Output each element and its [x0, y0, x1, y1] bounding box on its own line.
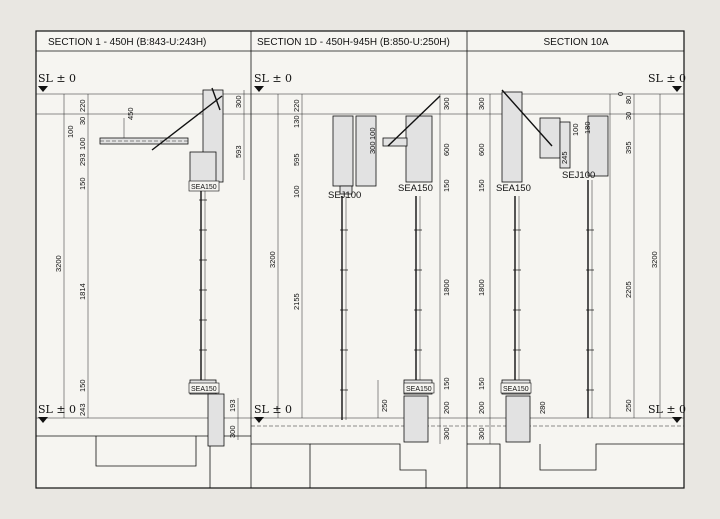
sea-tag: SEA150	[398, 183, 433, 194]
ladder-rungs	[340, 229, 422, 391]
level-arrow-icon	[672, 417, 682, 423]
section-1d-drawing	[251, 93, 467, 488]
dim-label: 300	[442, 427, 451, 440]
dim-label: 150	[78, 379, 87, 392]
sea-tag: SEA150	[503, 386, 529, 393]
level-mark-top: SL ± 0	[38, 72, 76, 85]
dim-label: 245	[560, 151, 569, 164]
sea-tag: SEA150	[496, 183, 531, 194]
sea-tag: SEA150	[191, 386, 217, 393]
level-mark-top: SL ± 0	[648, 72, 686, 85]
section-title: SECTION 1 - 450H (B:843-U:243H)	[48, 37, 206, 48]
dim-label: 100	[368, 127, 377, 140]
dim-label: 193	[228, 399, 237, 412]
dim-label: 300	[442, 97, 451, 110]
dim-label: 450	[126, 107, 135, 120]
dim-label: 30	[624, 112, 633, 120]
dim-label: 180	[583, 121, 592, 134]
dim-label: 1814	[78, 283, 87, 300]
ladder-rungs	[199, 199, 207, 351]
dim-label: 600	[442, 143, 451, 156]
dim-label: 2155	[292, 293, 301, 310]
dim-label: 300	[368, 141, 377, 154]
dim-label: 150	[477, 179, 486, 192]
dim-label: 3200	[268, 251, 277, 268]
dim-label: 300	[228, 425, 237, 438]
dim-label: 150	[477, 377, 486, 390]
dim-label: 150	[442, 179, 451, 192]
level-arrow-icon	[254, 417, 264, 423]
dim-label: 3200	[650, 251, 659, 268]
dim-label: 200	[442, 401, 451, 414]
sej-tag: SEJ100	[562, 170, 595, 181]
dim-label: 595	[292, 153, 301, 166]
drawing-frame	[35, 30, 685, 489]
dim-label: 100	[292, 185, 301, 198]
dim-label: 100	[78, 137, 87, 150]
dim-label: 100	[571, 123, 580, 136]
dim-label: 593	[234, 145, 243, 158]
section-10a-drawing	[467, 89, 684, 488]
level-mark-bottom: SL ± 0	[38, 403, 76, 416]
dim-label: 395	[624, 141, 633, 154]
dim-label: 600	[477, 143, 486, 156]
dim-label: 130	[292, 115, 301, 128]
dim-label: 1800	[477, 279, 486, 296]
level-arrow-icon	[254, 86, 264, 92]
dim-label: 30	[78, 117, 87, 125]
dim-label: 100	[66, 125, 75, 138]
dim-label: 1800	[442, 279, 451, 296]
dim-label: 300	[477, 427, 486, 440]
dim-label: 3200	[54, 255, 63, 272]
dim-label: 0	[616, 92, 625, 96]
level-arrow-icon	[38, 417, 48, 423]
dim-label: 243	[78, 403, 87, 416]
level-mark-bottom: SL ± 0	[254, 403, 292, 416]
dim-label: 150	[442, 377, 451, 390]
level-mark-top: SL ± 0	[254, 72, 292, 85]
dim-label: 300	[234, 95, 243, 108]
dim-label: 150	[78, 177, 87, 190]
dim-label: 250	[624, 399, 633, 412]
ladder-rungs	[513, 229, 594, 391]
dim-label: 200	[477, 401, 486, 414]
dim-label: 300	[477, 97, 486, 110]
dim-label: 2205	[624, 281, 633, 298]
section-title: SECTION 1D - 450H-945H (B:850-U:250H)	[257, 37, 450, 48]
dim-label: 293	[78, 153, 87, 166]
dim-label: 250	[380, 399, 389, 412]
dim-label: 280	[538, 401, 547, 414]
dim-label: 220	[292, 99, 301, 112]
level-arrow-icon	[672, 86, 682, 92]
dim-label: 220	[78, 99, 87, 112]
sea-tag: SEA150	[191, 184, 217, 191]
sej-tag: SEJ100	[328, 190, 361, 201]
level-mark-bottom: SL ± 0	[648, 403, 686, 416]
dim-label: 80	[624, 96, 633, 104]
section-title: SECTION 10A	[543, 37, 608, 48]
sea-tag: SEA150	[406, 386, 432, 393]
level-arrow-icon	[38, 86, 48, 92]
